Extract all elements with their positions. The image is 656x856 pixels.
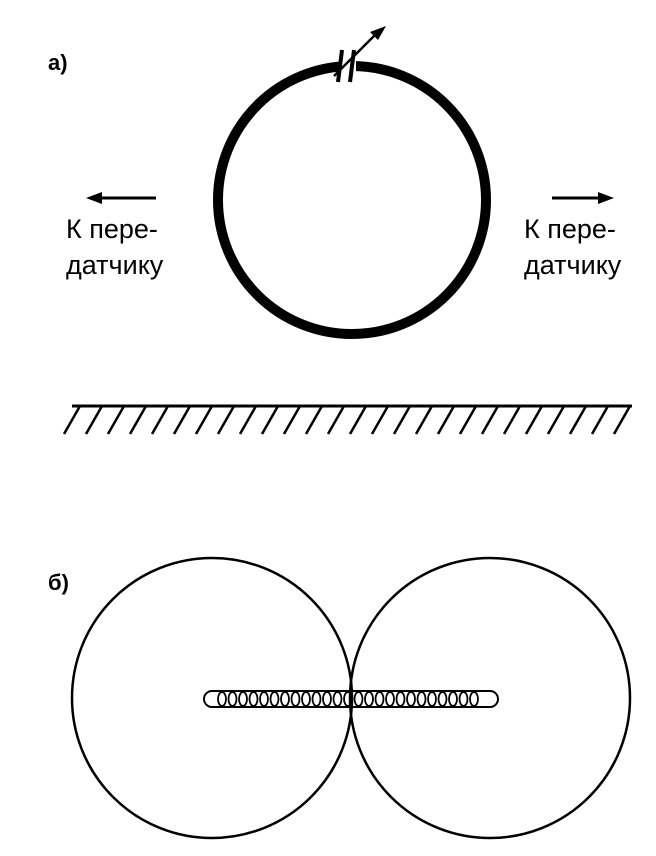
coil-turn xyxy=(458,691,469,707)
coil-turn xyxy=(364,691,374,707)
ground-hatch xyxy=(84,405,104,435)
panel-a-label: а) xyxy=(48,50,68,75)
ground-hatch xyxy=(194,405,214,435)
loop-antenna xyxy=(213,61,491,339)
ground-hatch xyxy=(150,405,170,435)
ground-hatch xyxy=(326,405,346,435)
coil-turn xyxy=(374,691,385,707)
ground-hatch xyxy=(458,405,478,435)
coil-turn xyxy=(332,691,343,707)
ground-hatch xyxy=(282,405,302,435)
coil-turn xyxy=(217,691,227,707)
ground-hatch xyxy=(238,405,258,435)
coil-turn xyxy=(290,691,301,707)
coil-turn xyxy=(248,691,259,707)
ground-hatch xyxy=(260,405,280,435)
ground-hatch xyxy=(128,405,148,435)
coil-turn xyxy=(238,691,248,707)
right-label-line1: К пере- xyxy=(524,214,616,244)
ground-hatch xyxy=(392,405,412,435)
coil-turn xyxy=(322,691,332,707)
ground-hatch xyxy=(216,405,236,435)
coil-turn xyxy=(427,691,437,707)
ground-hatch xyxy=(590,405,610,435)
coil-turn xyxy=(311,691,322,707)
ground-hatch xyxy=(62,405,82,435)
ground-hatch xyxy=(436,405,456,435)
coil-turn xyxy=(227,691,238,707)
left-label-line1: К пере- xyxy=(66,214,158,244)
left-arrow-icon xyxy=(86,192,156,204)
ground-hatch xyxy=(106,405,126,435)
ground-hatch xyxy=(304,405,324,435)
ground-hatch xyxy=(348,405,368,435)
coil-turn xyxy=(301,691,311,707)
coil-turn xyxy=(448,691,458,707)
ground-hatch xyxy=(546,405,566,435)
right-label-line2: датчику xyxy=(524,250,622,280)
coil-turn xyxy=(385,691,395,707)
ground-hatch xyxy=(370,405,390,435)
ground-symbol xyxy=(62,404,632,435)
coil-turn xyxy=(259,691,269,707)
coil-turn xyxy=(269,691,280,707)
ground-hatch xyxy=(480,405,500,435)
coil-turn xyxy=(469,691,479,707)
coil-turn xyxy=(437,691,448,707)
variable-capacitor-icon xyxy=(333,26,386,83)
coil-turn xyxy=(353,691,364,707)
panel-b-label: б) xyxy=(48,570,69,595)
coil-turn xyxy=(406,691,416,707)
coil-turn xyxy=(395,691,406,707)
coil-antenna-icon xyxy=(203,690,499,708)
radiation-lobe-right xyxy=(348,556,632,840)
right-arrow-icon xyxy=(552,192,614,204)
ground-hatch xyxy=(502,405,522,435)
ground-hatch xyxy=(414,405,434,435)
ground-hatch xyxy=(524,405,544,435)
coil-turn xyxy=(343,691,353,707)
left-label-line2: датчику xyxy=(66,250,164,280)
ground-hatch xyxy=(172,405,192,435)
coil-turn xyxy=(416,691,427,707)
coil-turn xyxy=(280,691,290,707)
ground-hatch xyxy=(568,405,588,435)
ground-hatch xyxy=(612,405,632,435)
